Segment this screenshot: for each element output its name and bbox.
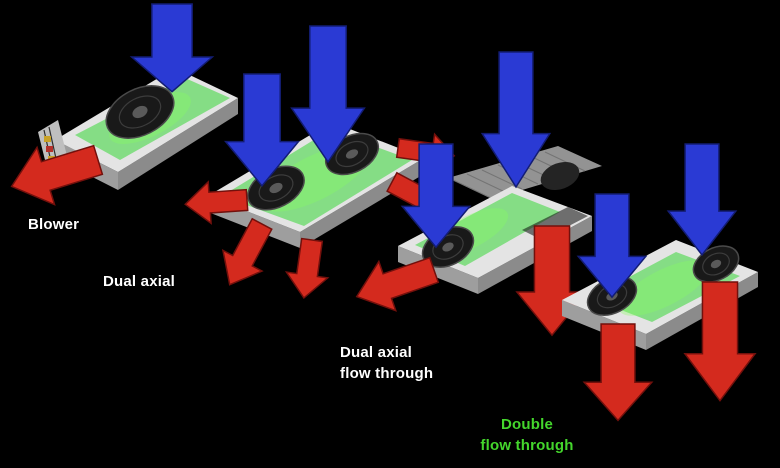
card-front-face: [398, 246, 478, 294]
exhaust-airflow-arrow: [282, 236, 334, 302]
blower-fan: [105, 85, 175, 139]
pcb-glow-core: [618, 260, 710, 316]
dual-axial-card: [183, 24, 462, 302]
intake-airflow-arrow: [130, 2, 214, 93]
blower-card: [2, 2, 238, 216]
label-line: Dual axial: [103, 273, 176, 290]
intake-airflow-arrow: [667, 143, 737, 256]
label-line: Double: [500, 416, 554, 433]
label-dual-axial: Dual axial: [103, 271, 175, 292]
bracket-connector: [46, 146, 53, 152]
bracket-connector: [44, 136, 51, 142]
dual-axial-flow-through-card: [347, 50, 602, 337]
rear-fan-opening: [540, 161, 580, 191]
label-blower: Blower: [28, 214, 79, 235]
double-flow-through-card: [562, 143, 758, 422]
label-line: flow through: [340, 365, 434, 382]
label-double-flow-through: Double flow through: [447, 414, 607, 456]
card-side-face: [118, 98, 238, 190]
axial-fan-rear: [692, 245, 740, 283]
label-line: Dual axial: [340, 344, 413, 361]
label-dual-axial-flow-through: Dual axial flow through: [340, 342, 433, 384]
label-line: flow through: [480, 437, 574, 454]
label-line: Blower: [28, 216, 80, 233]
